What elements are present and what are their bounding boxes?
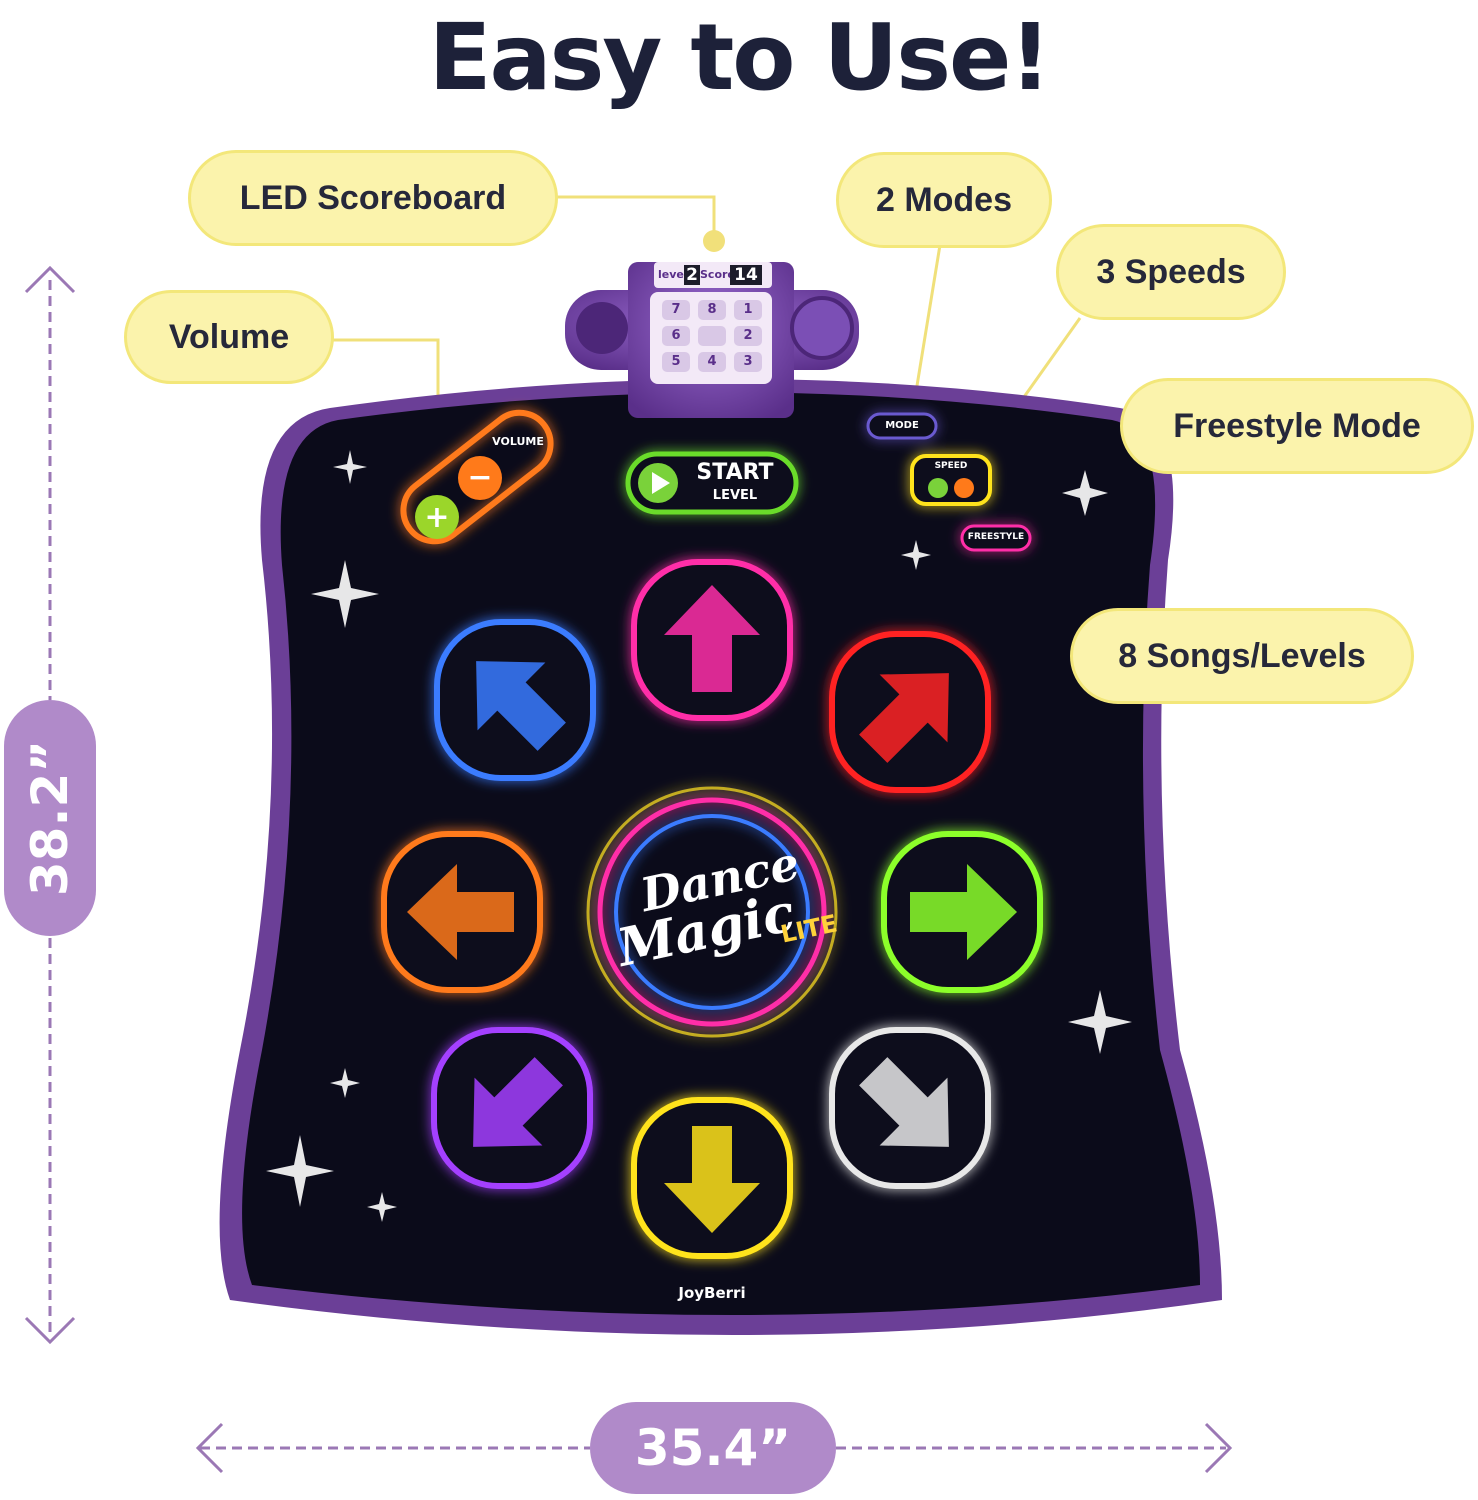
height-dimension: 38.2” [4,700,96,936]
keypad-key[interactable]: 4 [698,352,726,372]
arrow-down-left-icon [473,1057,563,1147]
freestyle-label: FREESTYLE [967,532,1025,542]
arrow-pad-up-left[interactable] [434,619,596,781]
arrow-left-icon [407,864,514,960]
arrow-up-icon [664,585,760,692]
arrow-pad-down[interactable] [631,1097,793,1259]
volume-down-button[interactable] [458,456,502,500]
mode-label: MODE [885,420,919,431]
sparkles [266,450,1132,1222]
callout-freestyle-mode: Freestyle Mode [1120,378,1474,474]
volume-up-button[interactable] [415,495,459,539]
console-score-label: Score [700,268,735,281]
keypad-key[interactable]: 5 [662,352,690,372]
brand-label: JoyBerri [678,1284,746,1302]
height-value: 38.2” [21,739,80,897]
start-label: START [696,460,774,485]
keypad-key[interactable]: 6 [662,326,690,346]
keypad-key[interactable]: 1 [734,300,762,320]
callout-two-modes: 2 Modes [836,152,1052,248]
freestyle-button [960,524,1032,552]
callout-three-speeds: 3 Speeds [1056,224,1286,320]
volume-label: VOLUME [492,435,544,448]
keypad-key[interactable]: 7 [662,300,690,320]
console-level-display: 2 [684,265,700,285]
callout-eight-songs: 8 Songs/Levels [1070,608,1414,704]
speed-label: SPEED [934,461,968,471]
arrow-pad-right[interactable] [881,831,1043,993]
volume-control [400,409,554,545]
console-level-label: level [658,268,688,281]
arrow-down-right-icon [859,1057,949,1147]
arrow-pad-down-left[interactable] [431,1027,593,1189]
keypad-key[interactable]: 8 [698,300,726,320]
arrow-right-icon [910,864,1017,960]
console-score-display: 14 [730,265,762,285]
callout-led-scoreboard: LED Scoreboard [188,150,558,246]
arrow-up-right-icon [859,673,949,763]
svg-text:−: − [467,460,492,495]
mode-button [866,412,938,440]
arrow-pad-down-right[interactable] [829,1027,991,1189]
keypad-key[interactable]: 3 [734,352,762,372]
headline: Easy to Use! [428,4,1052,111]
arrow-up-left-icon [476,661,566,751]
level-label: LEVEL [712,488,758,503]
arrow-pad-left[interactable] [381,831,543,993]
width-dimension: 35.4” [590,1402,836,1494]
arrow-pad-up[interactable] [631,559,793,721]
center-logo-ring [586,786,838,1038]
keypad-key[interactable]: 2 [734,326,762,346]
svg-text:+: + [424,500,449,535]
keypad-key[interactable] [698,326,726,346]
callout-volume: Volume [124,290,334,384]
arrow-pad-up-right[interactable] [829,631,991,793]
arrow-down-icon [664,1126,760,1233]
